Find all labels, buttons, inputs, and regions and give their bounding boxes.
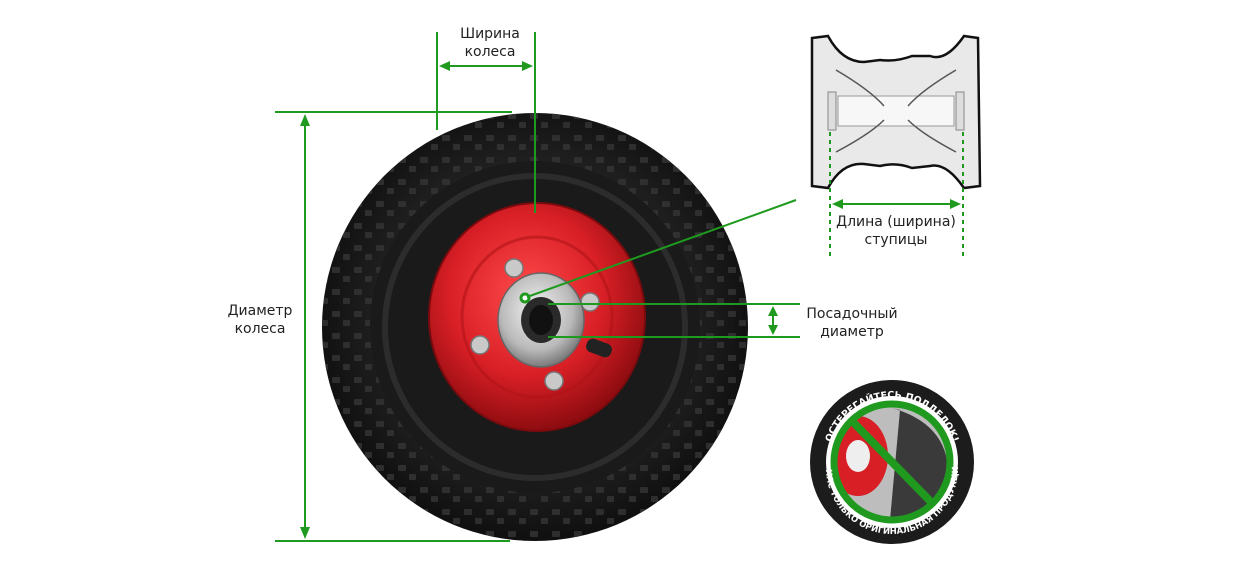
bore-diameter-label-line1: Посадочный bbox=[806, 306, 898, 322]
wheel-width-label-line2: колеса bbox=[464, 44, 516, 60]
bore-diameter-label: Посадочный диаметр bbox=[800, 305, 904, 341]
wheel-diameter-label-line1: Диаметр bbox=[227, 303, 293, 319]
wheel-diameter-label-line2: колеса bbox=[234, 321, 286, 337]
counterfeit-stamp bbox=[810, 380, 974, 544]
hub-cross-section bbox=[810, 34, 982, 258]
bore-diameter-dimension bbox=[548, 303, 800, 338]
hub-length-label: Длина (ширина) ступицы bbox=[826, 213, 966, 249]
wheel-width-label-line1: Ширина bbox=[460, 26, 520, 42]
wheel-width-dimension bbox=[436, 32, 536, 213]
wheel-diameter-label: Диаметр колеса bbox=[210, 302, 310, 338]
hub bbox=[497, 272, 585, 368]
hub-length-label-line1: Длина (ширина) bbox=[836, 214, 956, 230]
hub-length-label-line2: ступицы bbox=[864, 232, 928, 248]
wheel-width-label: Ширина колеса bbox=[440, 25, 540, 61]
bore-diameter-label-line2: диаметр bbox=[820, 324, 884, 340]
hub-leader-line bbox=[526, 199, 797, 298]
wheel-diameter-dimension bbox=[275, 111, 512, 542]
